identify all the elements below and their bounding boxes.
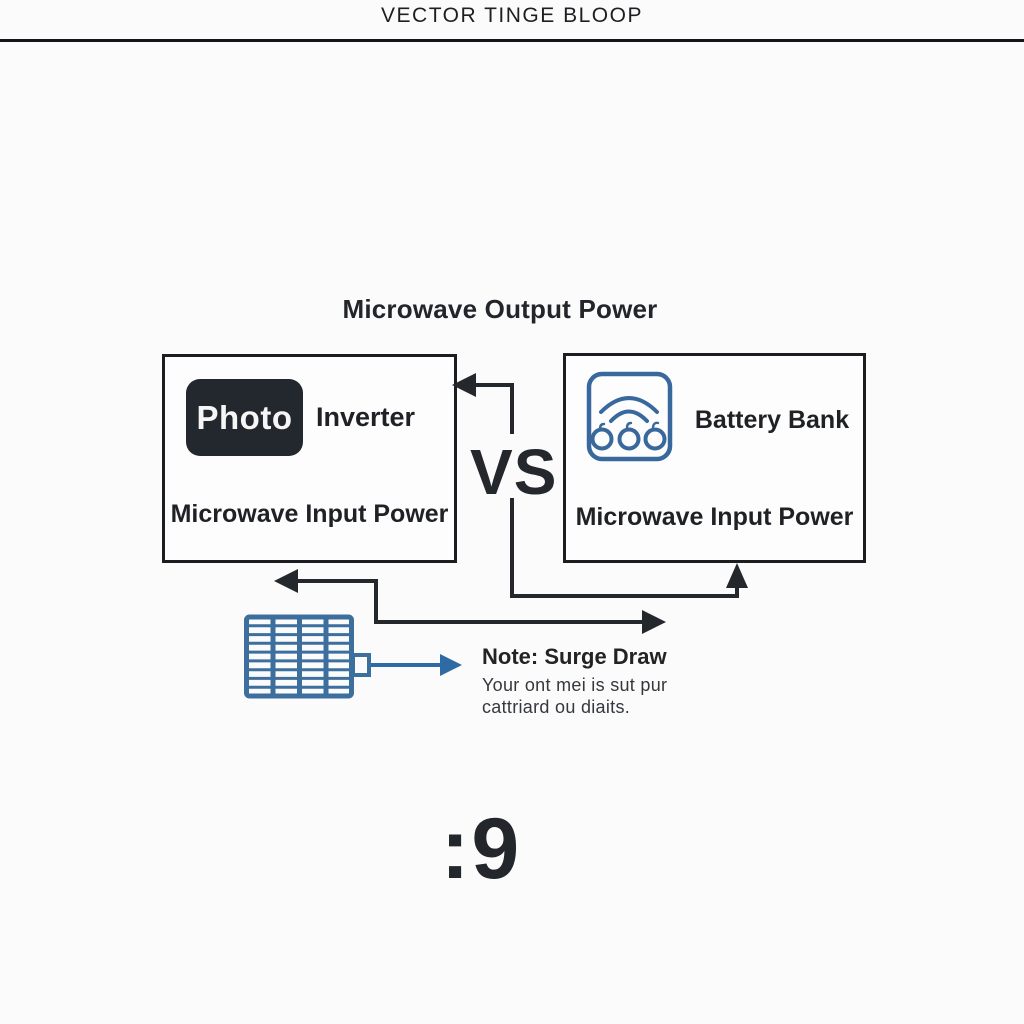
inverter-caption: Microwave Input Power [170,500,449,528]
battery-caption: Microwave Input Power [575,503,854,531]
note-line-1: Your ont mei is sut pur [482,675,668,695]
note-line-2: cattriard ou diaits. [482,697,631,717]
battery-label: Battery Bank [694,406,850,434]
photo-badge-label: Photo [196,398,293,436]
inverter-box: Photo Inverter Microwave Input Power [162,354,457,563]
vs-label: VS [470,436,558,508]
note-heading: Note: Surge Draw [482,644,667,669]
page-title: VECTOR TINGE BLOOP [381,4,643,27]
header-divider [0,39,1024,42]
footer-mark: :9 [440,801,522,897]
diagram-title: Microwave Output Power [342,294,658,324]
inverter-label: Inverter [316,402,416,432]
battery-box: Battery Bank Microwave Input Power [563,353,866,563]
photo-badge: Photo [186,379,303,456]
solar-panel-icon [244,614,371,699]
battery-bank-icon [586,371,673,462]
note-block: Note: Surge Draw Your ont mei is sut pur… [482,644,667,718]
